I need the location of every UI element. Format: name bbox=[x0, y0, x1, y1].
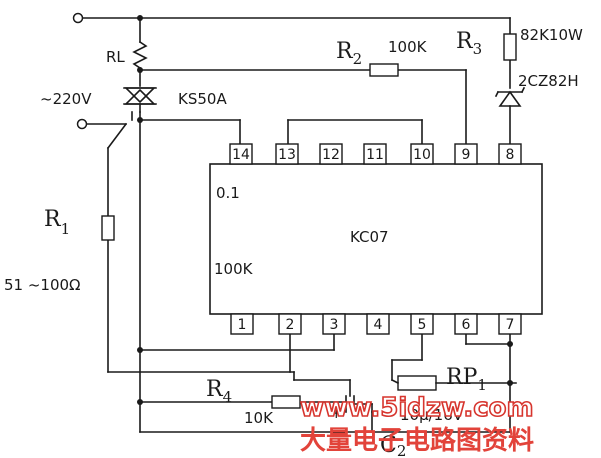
kc07-chip-body bbox=[209, 163, 543, 315]
pin-9-label: 9 bbox=[462, 147, 471, 163]
r1-value: 51 ~100Ω bbox=[4, 276, 81, 294]
internal-cap-label: 0.1 bbox=[216, 184, 240, 202]
c2-capacitor bbox=[345, 395, 373, 413]
r1-label: R1 bbox=[44, 207, 70, 238]
r2-sub: 2 bbox=[353, 50, 363, 68]
r4-name: R bbox=[206, 377, 224, 402]
r3-resistor bbox=[503, 33, 517, 61]
mains-label: ~220V bbox=[40, 90, 92, 108]
pin-12-label: 12 bbox=[322, 147, 340, 163]
r2-label: R2 bbox=[336, 39, 362, 68]
internal-pot-label: 100K bbox=[214, 260, 254, 278]
r1-resistor bbox=[101, 215, 115, 241]
chip-name-label: KC07 bbox=[350, 228, 389, 246]
pin-5-label: 5 bbox=[418, 317, 427, 333]
r4-sub: 4 bbox=[223, 388, 233, 406]
r3-label: R3 bbox=[456, 29, 482, 58]
c2-name: C bbox=[380, 433, 397, 458]
c2-value: 10μ/16V bbox=[400, 406, 464, 424]
pin-11-label: 11 bbox=[366, 147, 384, 163]
chip-bottom-pins: 1 2 3 4 5 6 7 bbox=[230, 313, 522, 335]
r3-sub: 3 bbox=[473, 40, 483, 58]
pin-2-label: 2 bbox=[286, 317, 295, 333]
c2-plus: + bbox=[330, 404, 343, 422]
r4-label: R4 bbox=[206, 377, 232, 406]
r2-resistor bbox=[369, 63, 399, 77]
relay-label: RL bbox=[106, 48, 125, 66]
r2-value: 100K bbox=[388, 38, 428, 56]
pin-8-label: 8 bbox=[506, 147, 515, 163]
r2-name: R bbox=[336, 39, 354, 64]
r1-sub: 1 bbox=[61, 220, 71, 238]
r1-name: R bbox=[44, 207, 62, 232]
c2-sub: 2 bbox=[397, 442, 407, 458]
pin-6-label: 6 bbox=[462, 317, 471, 333]
pin-7-label: 7 bbox=[506, 317, 515, 333]
r4-resistor bbox=[271, 395, 301, 409]
pin-14-label: 14 bbox=[232, 147, 250, 163]
r3-value: 82K10W bbox=[520, 26, 583, 44]
pin-4-label: 4 bbox=[374, 317, 383, 333]
zener-diode bbox=[494, 86, 526, 107]
junctions bbox=[137, 15, 513, 405]
rp1-sub: 1 bbox=[477, 376, 487, 394]
rp1-label: RP1 bbox=[446, 365, 487, 394]
r3-name: R bbox=[456, 29, 474, 54]
wiring bbox=[77, 17, 517, 433]
zener-label: 2CZ82H bbox=[518, 72, 579, 90]
pin-13-label: 13 bbox=[278, 147, 296, 163]
c2-label: C2 bbox=[380, 433, 406, 458]
triac-symbol bbox=[123, 87, 157, 113]
pin-1-label: 1 bbox=[238, 317, 247, 333]
pin-3-label: 3 bbox=[330, 317, 339, 333]
mains-terminal-top bbox=[72, 12, 84, 24]
watermark-url: www.5idzw.com bbox=[300, 393, 534, 423]
mains-terminal-bottom bbox=[76, 118, 88, 130]
watermark-text: 大量电子电路图资料 bbox=[300, 425, 534, 456]
rp1-name: RP bbox=[446, 365, 478, 390]
r4-value: 10K bbox=[244, 409, 274, 427]
chip-top-pins: 14 13 12 11 10 9 8 bbox=[229, 143, 522, 165]
pin-10-label: 10 bbox=[413, 147, 431, 163]
triac-label: KS50A bbox=[178, 90, 227, 108]
